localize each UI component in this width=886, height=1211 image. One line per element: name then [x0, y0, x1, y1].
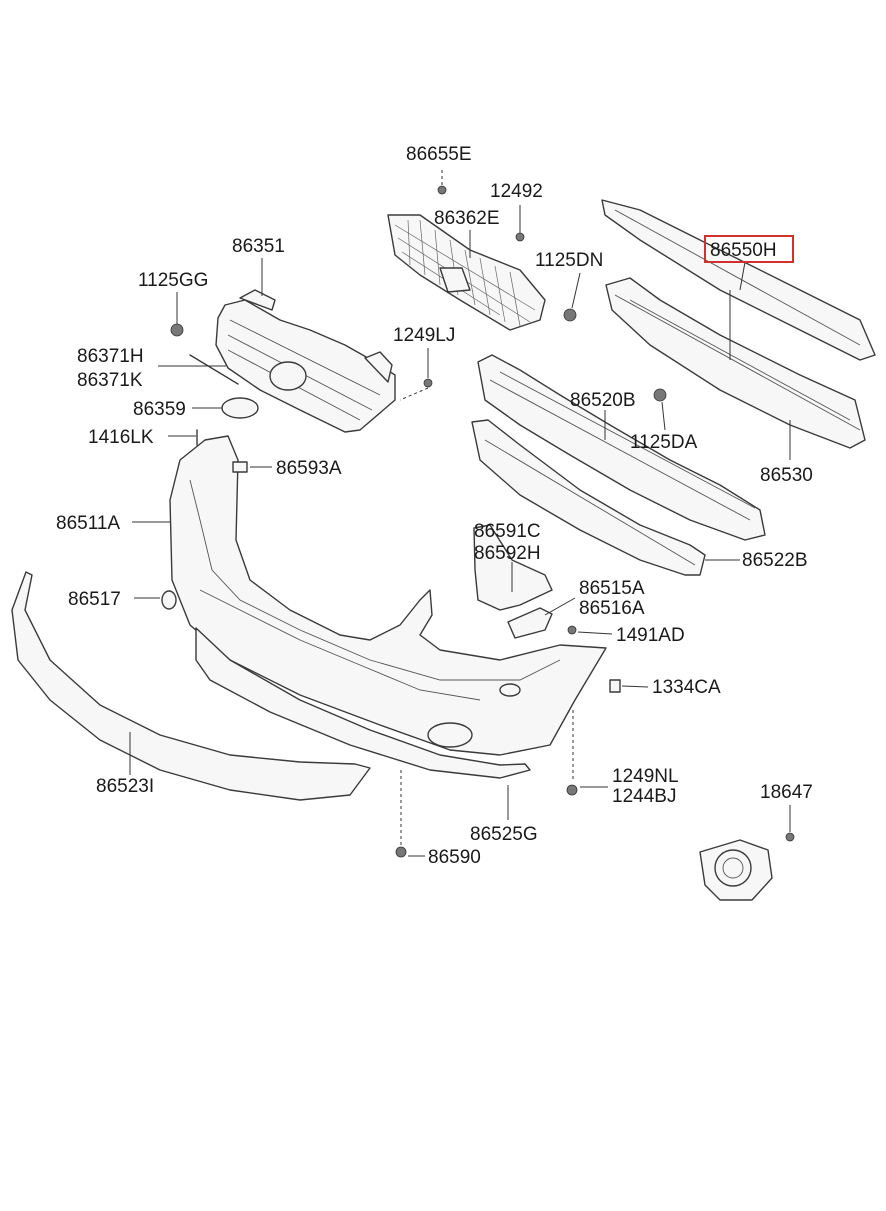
label-86511A[interactable]: 86511A — [56, 513, 120, 534]
label-86371H[interactable]: 86371H — [77, 346, 144, 367]
clip-1334CA — [609, 679, 621, 693]
part-labels: 86655E 12492 86362E 86351 1125DN 86550H … — [56, 144, 813, 868]
label-1334CA[interactable]: 1334CA — [652, 677, 721, 698]
label-86515A[interactable]: 86515A — [579, 578, 645, 599]
label-86351[interactable]: 86351 — [232, 236, 285, 257]
bolt-1125DN — [563, 308, 577, 322]
bolt-1125DA — [653, 388, 667, 402]
side-bracket-part — [473, 524, 553, 611]
label-1244BJ[interactable]: 1244BJ — [612, 786, 676, 807]
label-1125DN[interactable]: 1125DN — [535, 250, 603, 271]
label-18647[interactable]: 18647 — [760, 782, 813, 803]
label-86359[interactable]: 86359 — [133, 399, 186, 420]
label-86590[interactable]: 86590 — [428, 847, 481, 868]
bolt-1125GG — [170, 323, 184, 337]
screw-18647 — [785, 832, 795, 842]
emblem-part — [221, 397, 259, 419]
screw-86590 — [395, 846, 407, 858]
label-86522B[interactable]: 86522B — [742, 550, 808, 571]
fog-lamp-part — [699, 839, 773, 901]
label-86593A[interactable]: 86593A — [276, 458, 342, 479]
guide-bracket-part — [507, 607, 553, 639]
bumper-beam-part — [605, 277, 866, 449]
label-86362E[interactable]: 86362E — [434, 208, 500, 229]
energy-absorber-part — [477, 354, 766, 541]
label-86525G[interactable]: 86525G — [470, 824, 538, 845]
label-1491AD[interactable]: 1491AD — [616, 625, 685, 646]
highlight-box — [704, 235, 794, 263]
label-86371K[interactable]: 86371K — [77, 370, 143, 391]
grille-molding-part — [189, 354, 239, 385]
cap-86517 — [161, 590, 177, 610]
bumper-reinforcement-part — [601, 199, 876, 361]
label-86655E[interactable]: 86655E — [406, 144, 472, 165]
label-86520B[interactable]: 86520B — [570, 390, 636, 411]
label-12492[interactable]: 12492 — [490, 181, 543, 202]
bumper-cover-part — [169, 435, 607, 756]
label-86550H[interactable]: 86550H — [710, 240, 777, 261]
label-86530[interactable]: 86530 — [760, 465, 813, 486]
leader-lines — [129, 170, 791, 857]
clip-1491AD — [567, 625, 577, 635]
clip-86593A — [232, 461, 248, 473]
label-86592H[interactable]: 86592H — [474, 543, 541, 564]
lower-support-part — [471, 419, 706, 576]
screw-1249LJ — [423, 378, 433, 388]
label-86516A[interactable]: 86516A — [579, 598, 645, 619]
radiator-grille-part — [215, 289, 396, 433]
label-86523I[interactable]: 86523I — [96, 776, 154, 797]
label-1249LJ[interactable]: 1249LJ — [393, 325, 455, 346]
label-86517[interactable]: 86517 — [68, 589, 121, 610]
screw-12492 — [515, 232, 525, 242]
label-1416LK[interactable]: 1416LK — [88, 427, 154, 448]
clip-86655E — [437, 185, 447, 195]
lower-garnish-part — [11, 571, 371, 801]
bolt-1249NL — [566, 784, 578, 796]
label-1125GG[interactable]: 1125GG — [138, 270, 208, 291]
lower-lip-part — [195, 627, 531, 779]
label-1125DA[interactable]: 1125DA — [630, 432, 698, 453]
label-86591C[interactable]: 86591C — [474, 521, 541, 542]
upper-grille-part — [387, 214, 546, 331]
label-1249NL[interactable]: 1249NL — [612, 766, 679, 787]
